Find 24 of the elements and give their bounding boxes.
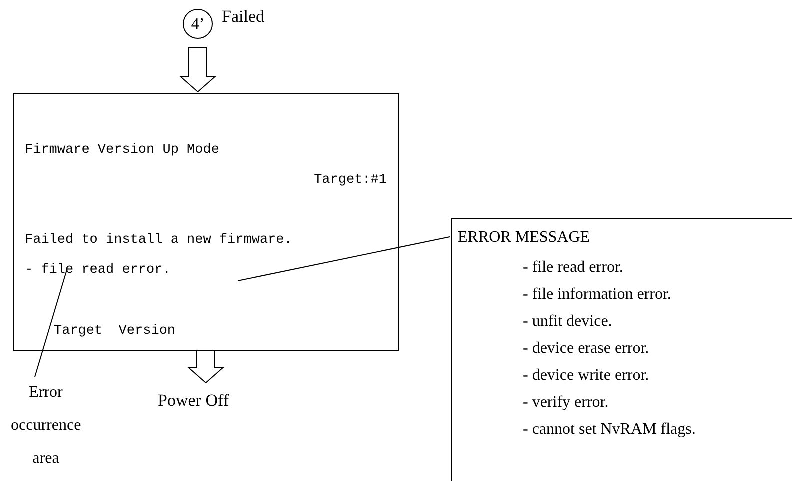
step-circle bbox=[183, 9, 213, 39]
step-number: 4’ bbox=[190, 15, 206, 34]
screen-text: - file read error. bbox=[25, 263, 171, 279]
leader-line bbox=[238, 236, 450, 282]
block-arrow bbox=[180, 48, 216, 93]
block-arrow bbox=[188, 350, 224, 384]
list-item: - cannot set NvRAM flags. bbox=[523, 420, 696, 439]
list-item: - unfit device. bbox=[523, 312, 612, 331]
result-label: Power Off bbox=[158, 391, 229, 410]
screen-box bbox=[13, 93, 399, 351]
screen-text: Failed to install a new firmware. bbox=[25, 233, 292, 249]
screen-text: Target:#1 bbox=[314, 173, 387, 189]
message-panel bbox=[451, 218, 792, 481]
screen-text: Firmware Version Up Mode bbox=[25, 143, 220, 159]
panel-heading: ERROR MESSAGE bbox=[458, 228, 590, 247]
list-item: - device erase error. bbox=[523, 339, 650, 358]
list-item: - device write error. bbox=[523, 366, 650, 385]
list-item: - file information error. bbox=[523, 285, 672, 304]
callout-label: Error occurrence area bbox=[11, 383, 81, 469]
list-item: - verify error. bbox=[523, 393, 609, 412]
status-label: Failed bbox=[222, 7, 264, 26]
screen-text: Target Version bbox=[54, 324, 176, 340]
leader-line bbox=[34, 270, 68, 378]
list-item: - file read error. bbox=[523, 258, 624, 277]
